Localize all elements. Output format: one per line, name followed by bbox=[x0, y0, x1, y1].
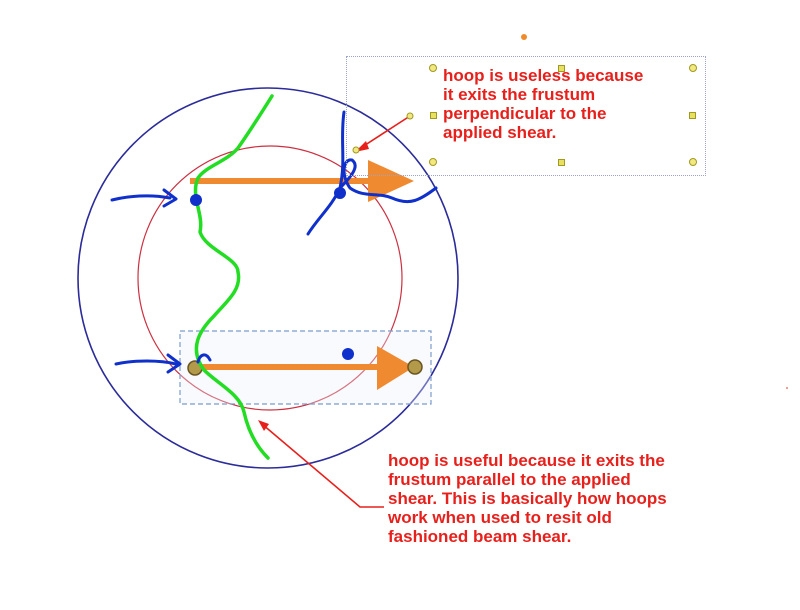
resize-handle-tl[interactable] bbox=[429, 64, 437, 72]
bottom-note-leader bbox=[258, 420, 384, 508]
top-shear-arrow bbox=[190, 160, 414, 202]
bottom-shear-arrow[interactable] bbox=[196, 346, 414, 390]
left-ink-arrowhead-bottom bbox=[166, 353, 182, 374]
ink-hook-bottom bbox=[196, 353, 212, 364]
rotate-handle[interactable] bbox=[521, 34, 527, 40]
center-point-bottom bbox=[342, 348, 354, 360]
right-point-top bbox=[334, 187, 346, 199]
resize-handle-br[interactable] bbox=[689, 158, 697, 166]
resize-handle-ml[interactable] bbox=[430, 112, 437, 119]
resize-handle-tr[interactable] bbox=[689, 64, 697, 72]
bottom-note-text[interactable]: hoop is useful because it exits the frus… bbox=[388, 451, 667, 546]
inner-circle bbox=[137, 145, 403, 411]
resize-handle-tm[interactable] bbox=[558, 65, 565, 72]
crack-line bbox=[193, 94, 274, 460]
outer-circle bbox=[77, 87, 459, 469]
top-note-leader bbox=[352, 112, 414, 154]
left-point-top bbox=[190, 194, 202, 206]
left-ink-arrowhead-top bbox=[162, 188, 178, 208]
left-ink-arrow-top bbox=[110, 194, 172, 202]
arrow-end-handle[interactable] bbox=[407, 359, 423, 375]
stray-dot bbox=[786, 387, 788, 389]
left-ink-arrow-bottom bbox=[114, 359, 178, 366]
resize-handle-bl[interactable] bbox=[429, 158, 437, 166]
resize-handle-bm[interactable] bbox=[558, 159, 565, 166]
resize-handle-mr[interactable] bbox=[689, 112, 696, 119]
top-note-text[interactable]: hoop is useless because it exits the fru… bbox=[443, 66, 644, 142]
